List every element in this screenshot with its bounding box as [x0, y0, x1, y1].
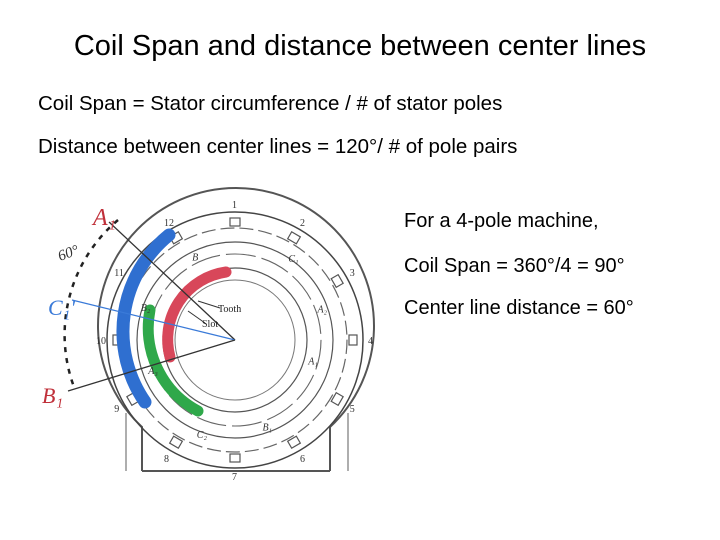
- slide-title: Coil Span and distance between center li…: [73, 30, 647, 62]
- coil-span-result: Coil Span = 360°/4 = 90°: [404, 255, 625, 277]
- stator-tooth: [229, 217, 241, 227]
- slot-number: 8: [164, 454, 169, 465]
- slot-number: 3: [350, 268, 355, 279]
- handwritten-c1: C₁': [48, 295, 75, 320]
- handwritten-b1: B₁: [42, 383, 63, 408]
- stator-tooth: [286, 231, 302, 245]
- slot-number: 7: [232, 472, 237, 483]
- handwritten-angle: 60°: [56, 243, 81, 265]
- stator-tooth: [229, 453, 241, 463]
- slot-number: 10: [96, 336, 106, 347]
- coil-letter: C₁: [288, 254, 298, 265]
- coil-letter: A₂: [316, 305, 327, 316]
- slot-number: 4: [368, 336, 373, 347]
- blue-coil: [116, 228, 176, 409]
- rotor-bore: [174, 279, 296, 401]
- coil-letter: A₃: [147, 366, 158, 377]
- stator-tooth: [330, 273, 344, 289]
- coil-letter: B₂: [141, 303, 151, 314]
- tooth-pointer: [197, 300, 221, 309]
- center-line-a1: [108, 221, 236, 341]
- slot-number: 5: [350, 404, 355, 415]
- winding-ring-outer: [136, 241, 334, 439]
- slot-number: 2: [300, 218, 305, 229]
- slot-label: Slot: [202, 319, 218, 330]
- machine-type-text: For a 4-pole machine,: [404, 210, 599, 232]
- slot-number: 11: [114, 268, 124, 279]
- stator-housing: [97, 186, 375, 471]
- slot-number: 9: [114, 404, 119, 415]
- stator-tooth: [168, 435, 184, 449]
- coil-span-formula: Coil Span = Stator circumference / # of …: [38, 92, 503, 115]
- figure-background: [30, 175, 384, 475]
- green-coil: [142, 304, 204, 417]
- stator-outer-ring: [106, 211, 364, 469]
- slot-number: 1: [232, 200, 237, 211]
- center-line-c1: [71, 299, 236, 341]
- stator-tooth: [286, 435, 302, 449]
- stator-tooth: [330, 391, 344, 407]
- slot-number: 12: [164, 218, 174, 229]
- angle-arc-dashed: [63, 219, 119, 388]
- slot-pointer: [187, 310, 206, 324]
- red-coil: [162, 266, 232, 363]
- stator-tooth: [348, 334, 358, 346]
- center-line-result: Center line distance = 60°: [404, 297, 634, 319]
- coil-letter: B₁: [262, 422, 272, 433]
- coil-letter: C₂: [197, 430, 208, 441]
- center-line-b1: [67, 339, 236, 392]
- tooth-label: Tooth: [218, 304, 241, 315]
- coil-letter-labels: B C₁ A₂ A₁ B₁ C₂ A₃ B₂: [141, 253, 328, 441]
- coil-letter: B: [192, 253, 198, 264]
- center-line-formula: Distance between center lines = 120°/ # …: [38, 135, 518, 158]
- handwritten-a1: A₁: [91, 205, 116, 231]
- slot-number: 6: [300, 454, 305, 465]
- coil-letter: A₁: [307, 357, 318, 368]
